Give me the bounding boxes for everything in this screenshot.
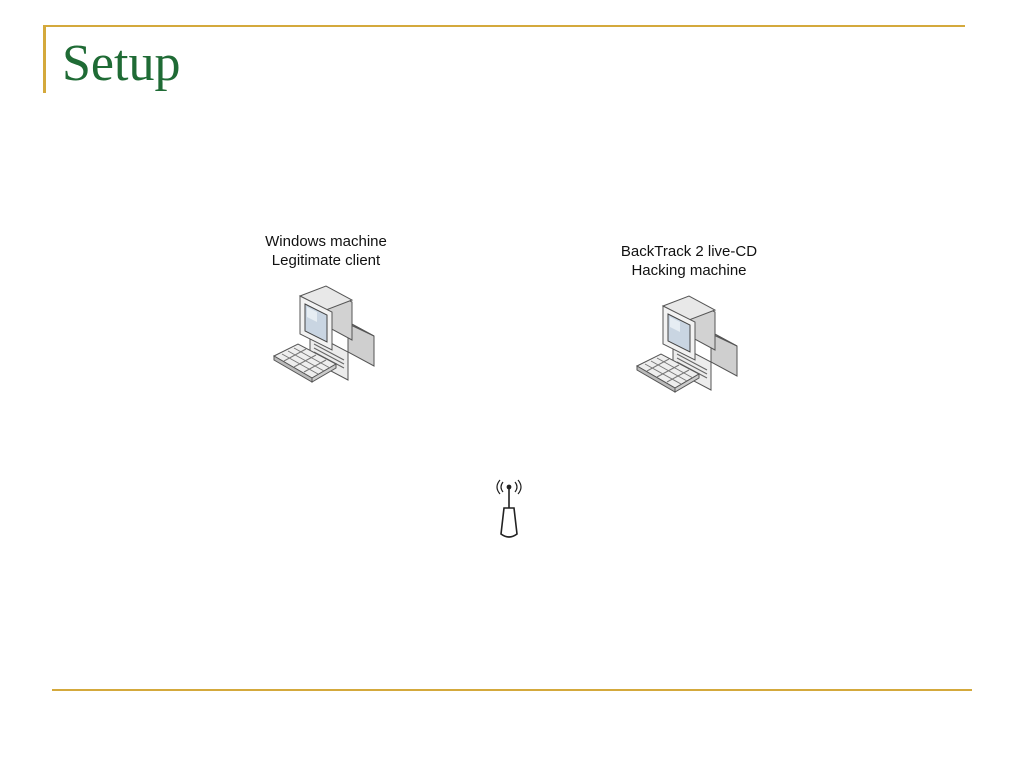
top-divider xyxy=(43,25,965,27)
backtrack-computer-icon xyxy=(633,292,745,405)
bottom-divider xyxy=(52,689,972,691)
windows-computer-icon xyxy=(270,282,382,395)
backtrack-machine-role: Hacking machine xyxy=(631,262,747,279)
backtrack-machine-label: BackTrack 2 live-CD Hacking machine xyxy=(599,242,779,280)
windows-machine-role: Legitimate client xyxy=(271,252,381,269)
windows-machine-name: Windows machine xyxy=(265,233,387,250)
wireless-access-point-icon xyxy=(494,478,524,547)
slide-title: Setup xyxy=(62,35,181,92)
title-accent-bar xyxy=(43,25,46,93)
windows-machine-label: Windows machine Legitimate client xyxy=(236,232,416,270)
backtrack-machine-name: BackTrack 2 live-CD xyxy=(620,243,758,260)
